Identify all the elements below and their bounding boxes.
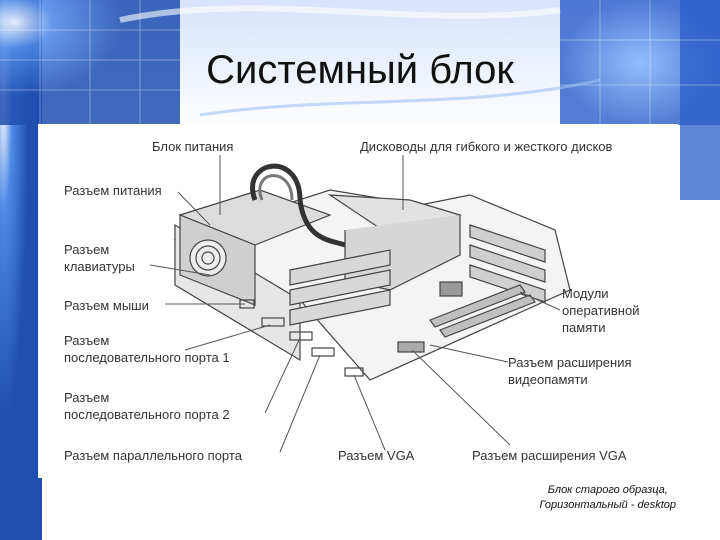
label-mouse-connector: Разъем мыши bbox=[64, 298, 149, 313]
label-ram-line3: памяти bbox=[562, 320, 606, 335]
label-video-extension-line2: видеопамяти bbox=[508, 372, 588, 387]
slide-caption: Блок старого образца, Горизонтальный - d… bbox=[540, 483, 676, 513]
label-serial2-line1: Разъем bbox=[64, 390, 110, 405]
label-drives: Дисководы для гибкого и жесткого дисков bbox=[360, 139, 613, 154]
label-vga: Разъем VGA bbox=[338, 448, 415, 463]
caption-line1: Блок старого образца, bbox=[547, 484, 668, 496]
label-serial1-line2: последовательного порта 1 bbox=[64, 350, 230, 365]
label-vga-extension: Разъем расширения VGA bbox=[472, 448, 627, 463]
label-ram-line2: оперативной bbox=[562, 303, 640, 318]
label-serial2-line2: последовательного порта 2 bbox=[64, 407, 230, 422]
label-ram-line1: Модули bbox=[562, 286, 609, 301]
label-video-extension-line1: Разъем расширения bbox=[508, 355, 632, 370]
label-keyboard-connector-line1: Разъем bbox=[64, 242, 110, 257]
label-parallel-port: Разъем параллельного порта bbox=[64, 448, 242, 463]
label-power-connector: Разъем питания bbox=[64, 183, 162, 198]
label-serial1-line1: Разъем bbox=[64, 333, 110, 348]
label-keyboard-connector-line2: клавиатуры bbox=[64, 259, 135, 274]
slide-title: Системный блок bbox=[206, 48, 514, 92]
label-power-supply: Блок питания bbox=[152, 139, 234, 154]
caption-line2: Горизонтальный - desktop bbox=[539, 499, 676, 511]
